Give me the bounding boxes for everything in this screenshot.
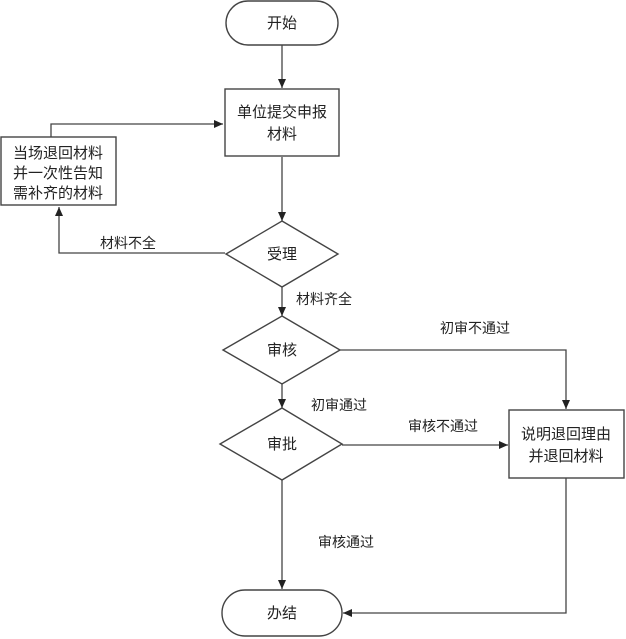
node-end: 办结 [221, 589, 343, 637]
node-submit: 单位提交申报 材料 [224, 88, 340, 157]
edge-accept-to-return-notify [55, 207, 225, 254]
edge-label-materials-incomplete: 材料不全 [100, 235, 156, 252]
edge-label-materials-complete: 材料齐全 [296, 291, 352, 308]
node-end-label: 办结 [267, 604, 297, 622]
node-return-notify-label-line-2: 并一次性告知 [13, 164, 103, 182]
edge-label-review-pass: 审核通过 [318, 535, 374, 551]
node-accept-label: 受理 [267, 245, 297, 263]
node-explain-return-label-line-1: 说明退回理由 [521, 425, 611, 443]
node-explain-return: 说明退回理由 并退回材料 [508, 409, 625, 479]
node-return-notify-label-line-3: 需补齐的材料 [13, 184, 103, 202]
edge-review-to-explain-return [340, 349, 570, 409]
edge-label-initial-fail: 初审不通过 [440, 320, 510, 337]
edge-return-notify-to-submit [50, 120, 223, 138]
node-review: 审核 [221, 315, 342, 385]
edge-label-initial-pass: 初审通过 [311, 397, 367, 414]
node-submit-label-line-1: 单位提交申报 [237, 103, 327, 121]
node-return-notify: 当场退回材料 并一次性告知 需补齐的材料 [0, 136, 117, 206]
node-accept: 受理 [224, 220, 340, 288]
node-approve-label: 审批 [267, 435, 297, 453]
node-review-label: 审核 [267, 341, 297, 359]
node-submit-label-line-2: 材料 [267, 125, 297, 143]
edge-explain-return-to-end [343, 478, 567, 617]
node-start-label: 开始 [267, 14, 297, 32]
node-start: 开始 [225, 0, 339, 46]
node-return-notify-label-line-1: 当场退回材料 [13, 144, 103, 162]
node-explain-return-label-line-2: 并退回材料 [528, 447, 603, 465]
node-approve: 审批 [218, 407, 344, 481]
edge-label-review-fail: 审核不通过 [408, 419, 478, 435]
